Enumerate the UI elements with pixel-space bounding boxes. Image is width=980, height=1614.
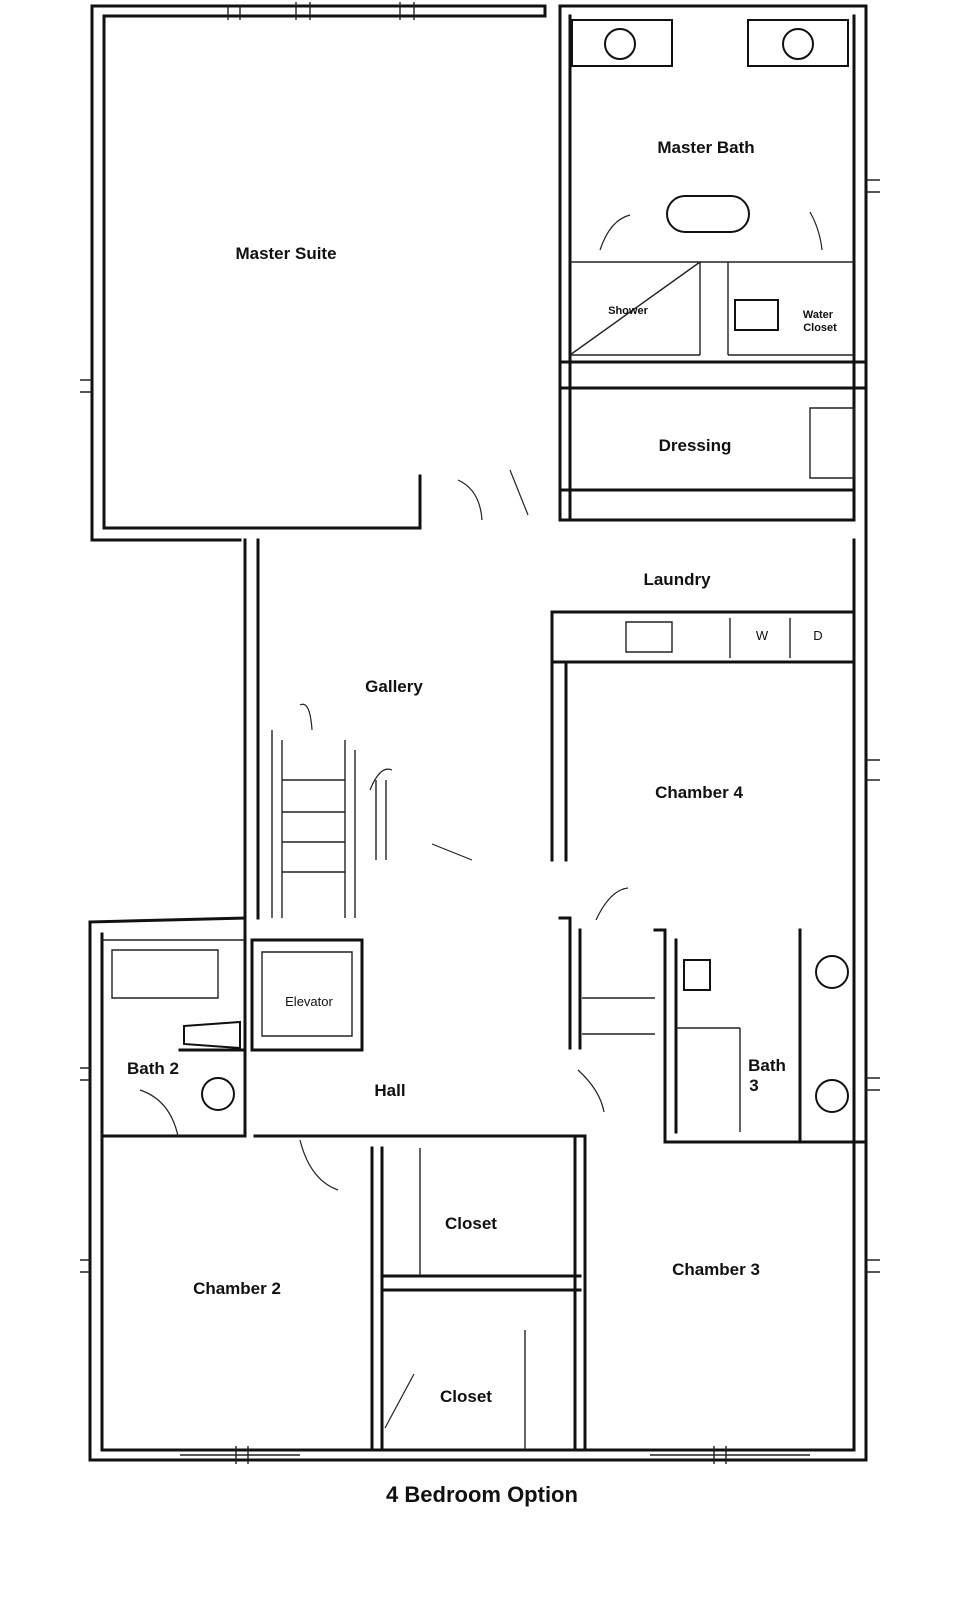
label-chamber-3: Chamber 3 — [672, 1260, 760, 1279]
label-hall: Hall — [374, 1081, 405, 1100]
label-chamber-4: Chamber 4 — [655, 783, 743, 802]
fixtures — [183, 19, 849, 1113]
label-elevator: Elevator — [285, 994, 333, 1009]
room-labels: Master Suite Master Bath Shower Water Cl… — [127, 138, 837, 1406]
label-master-suite: Master Suite — [235, 244, 336, 263]
label-gallery: Gallery — [365, 677, 423, 696]
label-washer: W — [756, 628, 769, 643]
plan-caption: 4 Bedroom Option — [386, 1482, 578, 1507]
windows — [80, 2, 880, 1464]
label-bath-3-line2: 3 — [749, 1076, 758, 1095]
label-shower: Shower — [608, 305, 648, 317]
label-bath-2: Bath 2 — [127, 1059, 179, 1078]
label-closet-upper: Closet — [445, 1214, 497, 1233]
label-water-closet-line2: Closet — [803, 322, 837, 334]
label-chamber-2: Chamber 2 — [193, 1279, 281, 1298]
exterior-walls — [88, 4, 868, 1462]
label-water-closet-line1: Water — [803, 309, 834, 321]
interior-walls — [100, 261, 868, 1452]
stair — [271, 730, 387, 918]
label-laundry: Laundry — [643, 570, 711, 589]
label-closet-lower: Closet — [440, 1387, 492, 1406]
label-master-bath: Master Bath — [657, 138, 754, 157]
label-dressing: Dressing — [659, 436, 732, 455]
label-bath-3-line1: Bath — [748, 1056, 786, 1075]
label-dryer: D — [813, 628, 822, 643]
doors — [139, 211, 823, 1429]
